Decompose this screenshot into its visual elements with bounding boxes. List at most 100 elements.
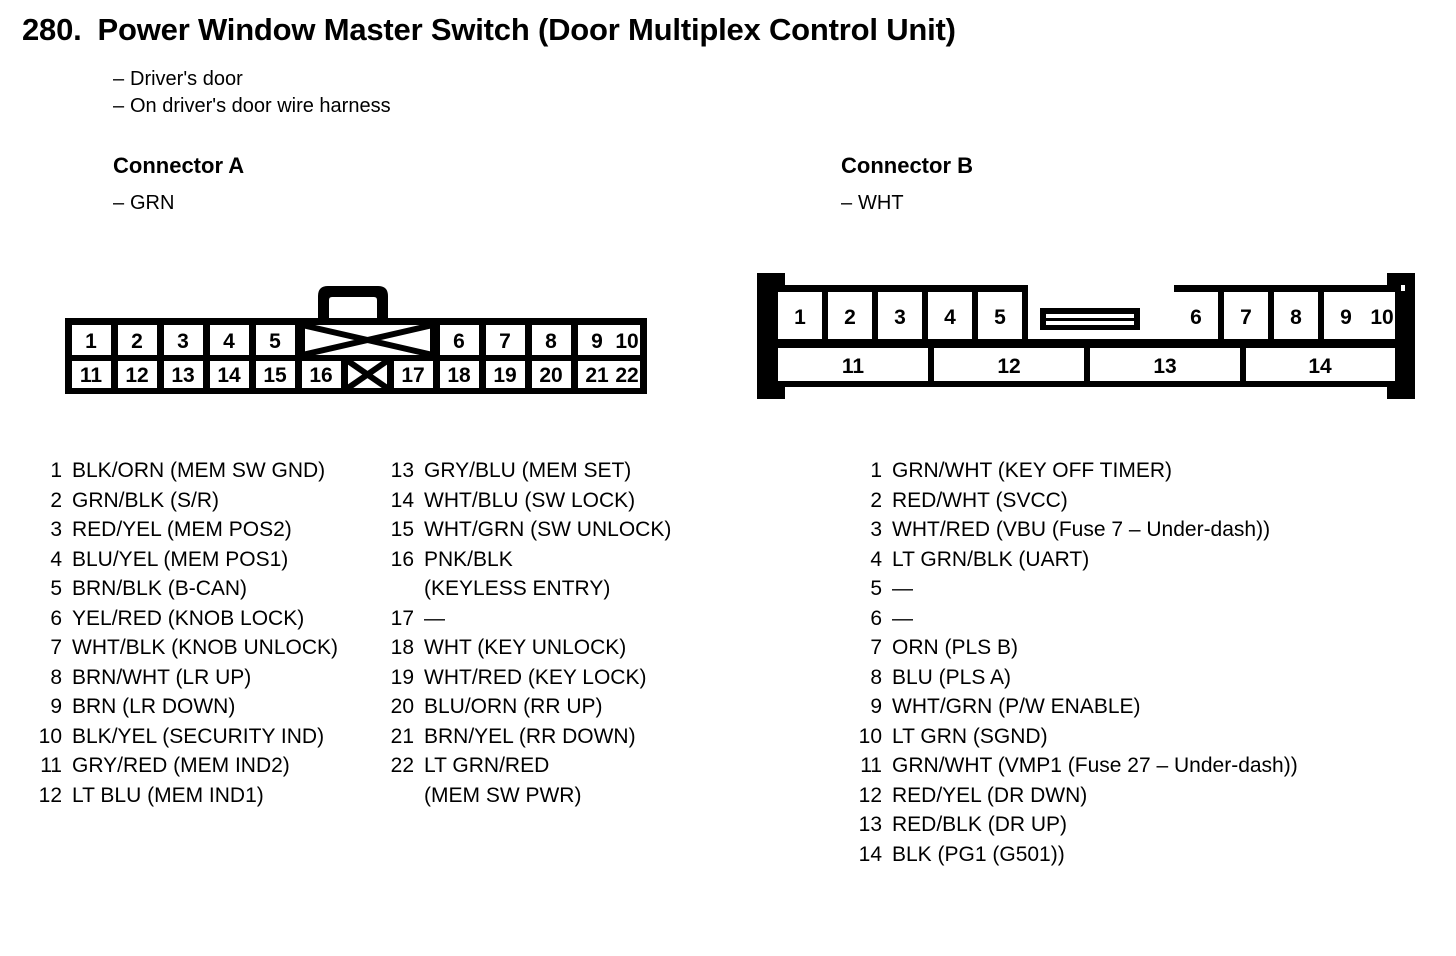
pin-description: BLK/YEL (SECURITY IND) xyxy=(72,724,325,748)
pin-description: GRN/WHT (VMP1 (Fuse 27 – Under-dash)) xyxy=(892,754,1298,777)
list-item: 5— xyxy=(856,574,1298,604)
pin-number: 15 xyxy=(390,518,414,541)
connector-a-pin-label: 10 xyxy=(615,330,638,353)
connector-a-heading: Connector A xyxy=(113,153,245,178)
connector-a-diagram: 1 2 3 4 5 6 7 8 9 10 11 12 13 14 15 16 1… xyxy=(65,272,647,394)
connector-b-pin-label: 3 xyxy=(894,306,906,329)
page-title-text: Power Window Master Switch (Door Multipl… xyxy=(97,12,956,47)
pin-number: 12 xyxy=(38,783,62,807)
connector-a-pin-label: 14 xyxy=(217,364,241,387)
list-item: –On driver's door wire harness xyxy=(113,93,391,120)
pin-description: WHT/BLK (KNOB UNLOCK) xyxy=(72,636,339,659)
pin-description: GRY/BLU (MEM SET) xyxy=(424,459,632,482)
bullet-text: Driver's door xyxy=(130,68,243,90)
pin-number: 6 xyxy=(870,606,882,630)
pin-description: GRN/BLK (S/R) xyxy=(72,488,220,512)
connector-a-pin-label: 21 xyxy=(585,364,609,387)
pin-description: BLU (PLS A) xyxy=(892,665,1012,689)
dash-glyph: – xyxy=(113,68,125,90)
connector-a-pin-label: 17 xyxy=(401,364,424,387)
connector-b-pin-label: 2 xyxy=(844,306,856,329)
list-item: 7 WHT/BLK (KNOB UNLOCK) xyxy=(36,633,338,663)
connector-b-pin-label: 5 xyxy=(994,306,1006,329)
connector-a-pin-label: 3 xyxy=(177,330,189,353)
pin-description-continued: (KEYLESS ENTRY) xyxy=(424,577,611,600)
pin-description: PNK/BLK xyxy=(424,547,513,571)
list-item: 4 BLU/YEL (MEM POS1) xyxy=(36,545,338,575)
connector-b-pin-label: 11 xyxy=(842,355,865,378)
connector-b-pin-label: 14 xyxy=(1308,355,1332,378)
connector-a-pin-label: 4 xyxy=(223,330,235,353)
connector-b-pin-label: 6 xyxy=(1190,306,1202,329)
pin-description: — xyxy=(892,577,913,600)
connector-a-pin-label: 11 xyxy=(80,364,103,387)
connector-a-pin-label: 13 xyxy=(171,364,194,387)
connector-a-pin-label: 8 xyxy=(545,330,557,353)
pin-number: 5 xyxy=(870,577,882,600)
pin-description: ORN (PLS B) xyxy=(892,636,1019,659)
connector-b-color-text: WHT xyxy=(858,192,904,214)
pin-description: BLU/YEL (MEM POS1) xyxy=(72,547,289,571)
pin-number: 2 xyxy=(870,488,882,512)
pin-description: WHT/RED (VBU (Fuse 7 – Under-dash)) xyxy=(892,518,1271,541)
pin-description: RED/WHT (SVCC) xyxy=(892,488,1068,512)
pin-description: WHT/RED (KEY LOCK) xyxy=(424,665,647,689)
connector-b-pin-label: 7 xyxy=(1240,306,1252,329)
connector-a-pin-label: 7 xyxy=(499,330,511,353)
connector-a-pin-label: 9 xyxy=(591,330,603,353)
pin-number: 11 xyxy=(860,754,882,777)
pin-description: BRN/BLK (B-CAN) xyxy=(72,577,248,600)
list-item: 9 BRN (LR DOWN) xyxy=(36,692,338,722)
pin-number: 20 xyxy=(390,695,414,718)
connector-b-pin-label: 10 xyxy=(1370,306,1393,329)
pin-description: BRN/YEL (RR DOWN) xyxy=(424,724,636,748)
pin-number: 9 xyxy=(870,695,882,718)
pin-number: 11 xyxy=(40,754,62,777)
pin-number: 1 xyxy=(870,459,882,482)
connector-a-pin-label: 19 xyxy=(493,364,516,387)
pin-number: 22 xyxy=(390,754,414,777)
connector-a-pin-label: 18 xyxy=(447,364,471,387)
pin-number: 7 xyxy=(50,636,62,659)
pin-number: 18 xyxy=(390,636,414,659)
connector-a-pin-label: 16 xyxy=(309,364,332,387)
pin-number: 13 xyxy=(858,813,882,836)
connector-b-heading: Connector B xyxy=(841,153,973,178)
pin-description: LT BLU (MEM IND1) xyxy=(72,783,264,807)
pin-description: YEL/RED (KNOB LOCK) xyxy=(72,606,305,630)
pin-description: BRN/WHT (LR UP) xyxy=(72,665,252,689)
list-item: 5 BRN/BLK (B-CAN) xyxy=(36,574,338,604)
connector-b-pin-label: 8 xyxy=(1290,306,1302,329)
pin-description: BRN (LR DOWN) xyxy=(72,695,236,718)
pin-number: 9 xyxy=(50,695,62,718)
dash-glyph: – xyxy=(113,95,125,117)
pin-number: 14 xyxy=(858,842,882,866)
pin-number: 4 xyxy=(50,547,62,571)
connector-a-pin-label: 6 xyxy=(453,330,465,353)
pin-number: 10 xyxy=(858,724,882,748)
pin-number: 6 xyxy=(50,606,62,630)
pin-number: 5 xyxy=(50,577,62,600)
list-item: –Driver's door xyxy=(113,66,391,93)
connector-b-pin-label: 9 xyxy=(1340,306,1352,329)
pin-description: BLK (PG1 (G501)) xyxy=(892,842,1065,866)
pin-description: — xyxy=(424,606,445,630)
